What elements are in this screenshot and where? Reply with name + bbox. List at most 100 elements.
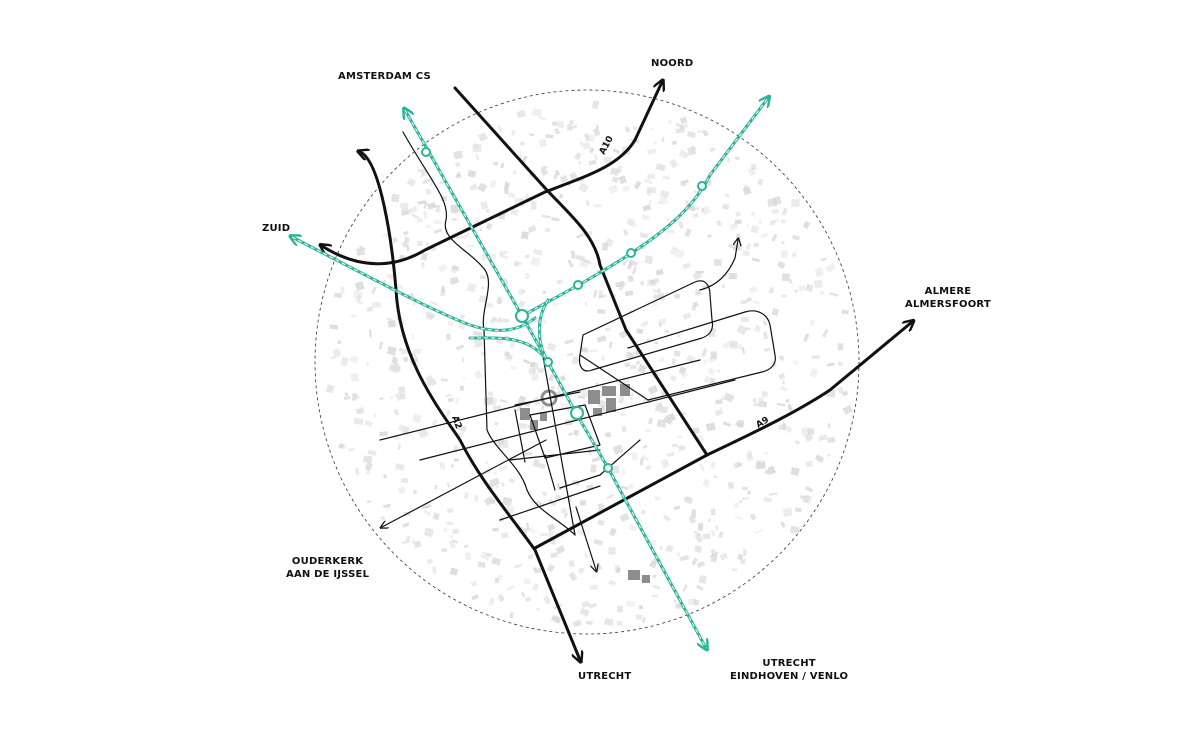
building-block (684, 228, 692, 238)
building-block (727, 481, 735, 490)
building-block (400, 202, 409, 210)
building-block (664, 329, 670, 334)
building-block (494, 577, 499, 584)
building-block (492, 527, 499, 532)
building-block (544, 227, 551, 233)
building-block (446, 507, 454, 514)
building-block (510, 366, 516, 370)
building-block (439, 461, 443, 470)
building-block (386, 317, 393, 322)
building-block (568, 432, 573, 437)
building-block (401, 540, 410, 544)
building-block (329, 355, 336, 360)
building-block (488, 597, 496, 606)
building-block (737, 553, 744, 561)
building-block (771, 233, 778, 242)
building-block (710, 461, 716, 469)
building-block (838, 362, 843, 366)
building-block (620, 485, 629, 491)
building-block (513, 170, 516, 175)
building-block (714, 409, 722, 417)
building-block (698, 575, 707, 584)
building-block (657, 288, 662, 294)
building-block (631, 452, 637, 460)
building-block (447, 320, 454, 327)
building-block (591, 456, 601, 463)
building-block (364, 419, 373, 428)
building-block (639, 457, 644, 466)
building-block (718, 531, 724, 539)
building-block (841, 309, 849, 315)
building-block (403, 356, 409, 363)
building-block (642, 444, 648, 450)
label-ouderkerk: OUDERKERK AAN DE IJSSEL (286, 555, 369, 581)
building-block (445, 333, 451, 341)
building-block (767, 465, 777, 475)
building-block (422, 177, 432, 185)
building-block (654, 141, 657, 145)
building-block (650, 127, 654, 131)
building-block (769, 287, 774, 294)
building-block (713, 475, 718, 479)
building-block (412, 348, 422, 354)
building-block (449, 567, 459, 576)
building-block (493, 161, 499, 166)
building-block (750, 211, 756, 217)
building-block (391, 193, 400, 203)
building-block (423, 509, 432, 516)
building-block (710, 508, 716, 516)
building-block (633, 180, 642, 190)
station (543, 357, 553, 367)
building-block (717, 369, 721, 373)
building-block (478, 132, 488, 142)
building-block (760, 232, 769, 239)
building-block (608, 184, 619, 194)
building-block (780, 521, 786, 528)
building-block (541, 214, 551, 219)
building-block (782, 207, 787, 216)
building-block (745, 242, 752, 251)
building-block (573, 429, 580, 436)
building-block (498, 464, 508, 472)
building-block (350, 313, 357, 319)
building-block (510, 129, 516, 136)
building-block (837, 386, 845, 395)
building-block (366, 306, 374, 313)
building-block (640, 509, 647, 515)
building-block (679, 554, 690, 562)
station (626, 248, 636, 258)
building-block (682, 312, 692, 320)
building-block (491, 556, 502, 566)
building-block (463, 544, 469, 549)
building-block (782, 208, 788, 216)
building-block (638, 605, 644, 610)
building-block (752, 242, 760, 248)
building-block (681, 383, 685, 387)
building-block (614, 565, 620, 572)
building-block (455, 344, 465, 351)
building-block (821, 258, 827, 261)
building-block (548, 374, 554, 382)
building-block (398, 386, 406, 394)
building-block (433, 228, 443, 234)
building-block (685, 179, 689, 184)
building-block (597, 519, 605, 526)
building-block (695, 270, 705, 274)
building-block (617, 280, 627, 290)
building-block (582, 142, 591, 150)
building-block (651, 594, 659, 598)
building-block (771, 208, 780, 215)
building-block (591, 100, 600, 110)
building-block (622, 185, 630, 192)
building-block (553, 173, 559, 180)
label-utrecht-rail-line-2: EINDHOVEN / VENLO (730, 671, 849, 682)
building-block (753, 324, 762, 333)
building-block (661, 136, 665, 142)
building-block (470, 580, 478, 587)
building-block (633, 126, 637, 131)
building-block (752, 300, 760, 305)
building-block (589, 349, 598, 353)
building-block (750, 225, 759, 234)
building-block (776, 402, 786, 407)
building-block (805, 283, 814, 292)
